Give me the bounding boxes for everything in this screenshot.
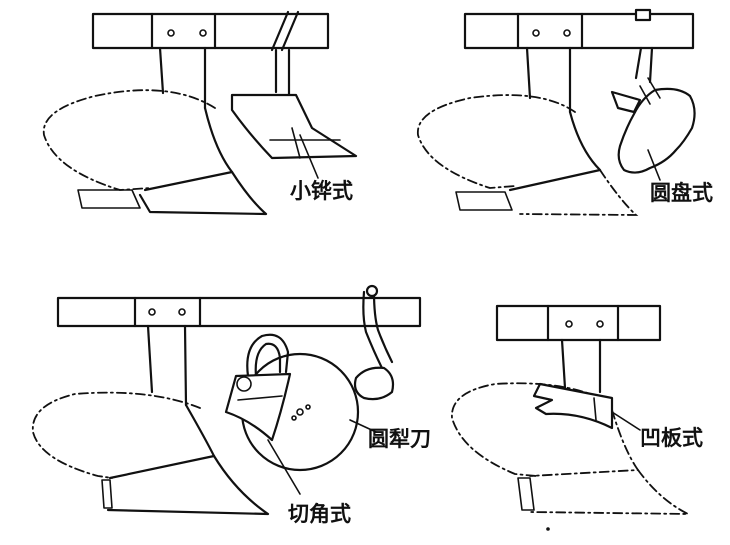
bolt-hole	[167, 29, 175, 37]
clamp-head	[634, 8, 652, 22]
plow-beam	[91, 12, 330, 50]
bolt-hole	[565, 320, 573, 328]
small-share-blade	[230, 93, 358, 160]
bolt-hole	[199, 29, 207, 37]
mouldboard-outline	[32, 391, 201, 479]
label-small-share: 小铧式	[290, 179, 353, 203]
stray-dot	[546, 527, 550, 531]
disc-coulter	[617, 87, 696, 174]
panel-disc: 圆盘式	[417, 8, 713, 216]
plow-beam	[495, 304, 662, 342]
plow-beam	[463, 12, 695, 50]
mouldboard-outline	[417, 94, 576, 189]
coulter-hub-clamp	[353, 366, 395, 401]
plow-beam	[56, 296, 422, 328]
leader-line	[647, 149, 661, 181]
landside	[455, 191, 513, 211]
bolt-hole	[178, 308, 186, 316]
mouldboard-outline	[451, 382, 601, 477]
concave-plate	[532, 382, 614, 430]
leader-line	[299, 134, 319, 179]
panel-small-share: 小铧式	[42, 10, 358, 216]
leader-line	[267, 439, 301, 495]
bolt-hole	[563, 29, 571, 37]
leader-line	[611, 411, 641, 431]
bolt-hole	[148, 308, 156, 316]
label-corner-cut: 切角式	[288, 502, 351, 526]
landside	[77, 189, 141, 209]
bolt-hole	[532, 29, 540, 37]
label-concave-plate: 凹板式	[640, 426, 703, 450]
mouldboard-outline	[42, 89, 216, 191]
panel-coulter-cornercut: 圆犁刀 切角式	[32, 284, 431, 526]
bolt-hole	[596, 320, 604, 328]
label-disc: 圆盘式	[650, 181, 713, 205]
leader-line	[349, 419, 377, 433]
panel-concave-plate: 凹板式	[451, 304, 703, 515]
label-round-coulter: 圆犁刀	[368, 427, 431, 451]
